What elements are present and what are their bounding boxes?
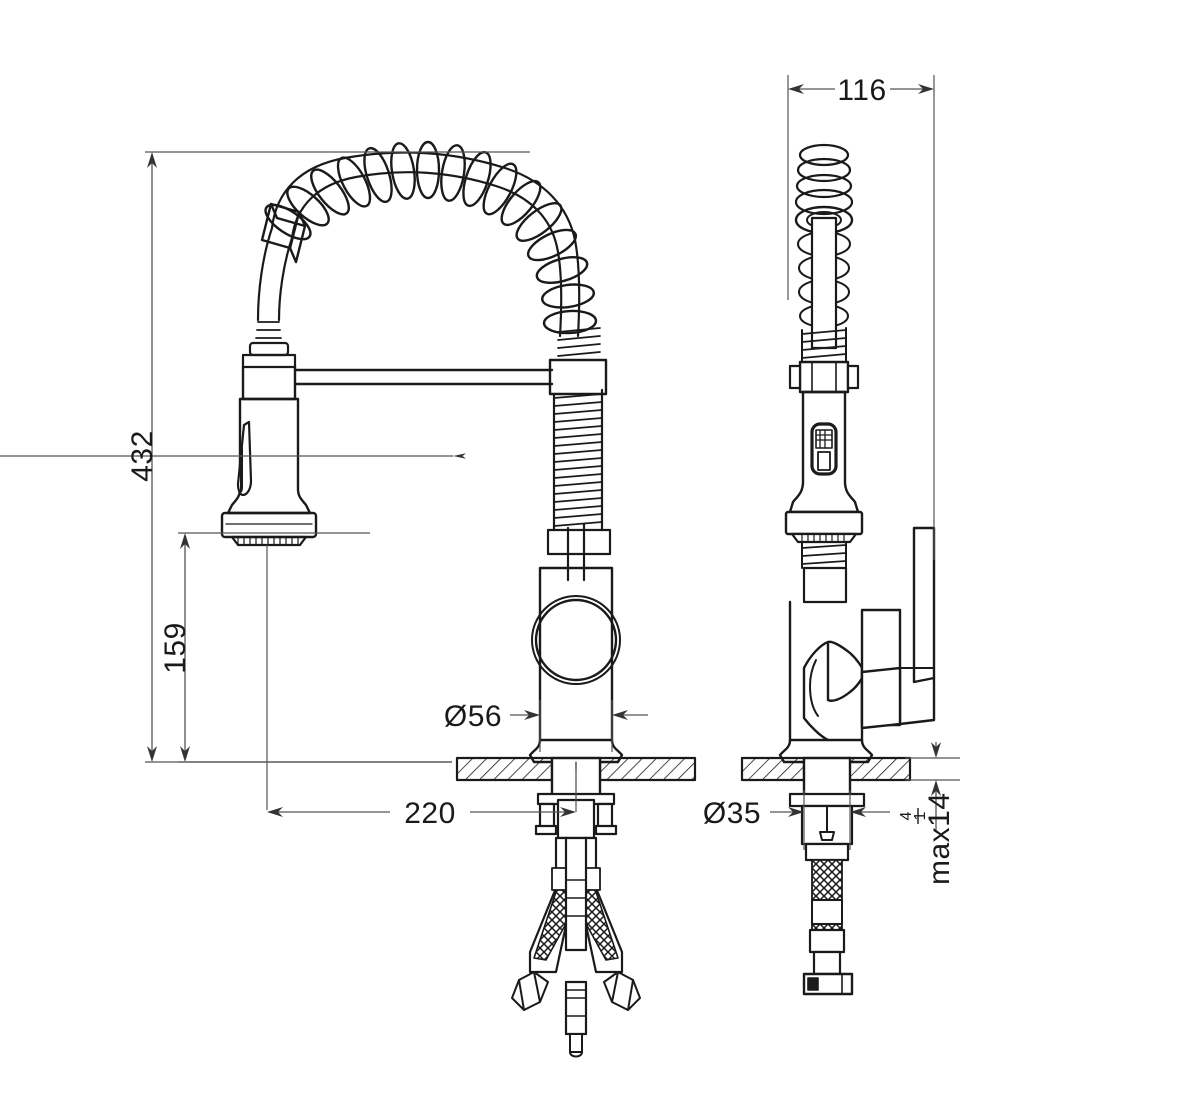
dimension-max14-fraction-numerator: 1	[912, 811, 929, 820]
front-view	[220, 140, 697, 1058]
hex-nut-right	[603, 971, 641, 1011]
worktop-section	[455, 756, 697, 782]
spring-hose-arch	[255, 140, 598, 339]
dimension-432-label: 432	[126, 430, 159, 482]
dimension-text-layer: 432 159 220 Ø56 Ø35 116 max14 1 4	[126, 74, 956, 885]
side-view	[740, 143, 936, 996]
dimension-d56-label: Ø56	[444, 700, 502, 733]
spring-coil-sideview	[794, 143, 854, 363]
dimension-159	[178, 532, 452, 763]
hex-nut-left	[511, 971, 549, 1011]
body-side	[778, 526, 936, 764]
spring-column	[546, 327, 612, 582]
side-collar	[788, 360, 860, 394]
mounting-assembly-side	[788, 756, 866, 996]
dimension-d35	[770, 790, 890, 850]
dimension-159-label: 159	[159, 622, 192, 674]
dimension-max14-fraction-denominator: 4	[898, 811, 915, 820]
coil-main	[553, 393, 603, 527]
aerator-teeth	[237, 537, 299, 546]
dimension-220	[266, 545, 577, 817]
hose-ferrule	[255, 321, 282, 339]
dimension-max14	[905, 742, 960, 830]
dimension-max14-label-group: max14 1 4	[898, 792, 956, 885]
dimension-layer	[0, 75, 960, 850]
dimension-d35-label: Ø35	[703, 797, 761, 830]
coil-upper	[557, 327, 601, 357]
dimension-d56	[510, 700, 648, 752]
spout-arm	[293, 368, 554, 386]
dimension-max14-label: max14	[923, 792, 956, 885]
lever-handle[interactable]	[898, 526, 936, 726]
spray-mode-button[interactable]	[810, 422, 838, 476]
dimension-220-label: 220	[404, 797, 456, 830]
supply-hoses-front	[511, 836, 641, 1058]
dimension-116	[787, 75, 935, 560]
spray-head-side	[784, 390, 864, 604]
dimension-116-label: 116	[837, 74, 886, 107]
